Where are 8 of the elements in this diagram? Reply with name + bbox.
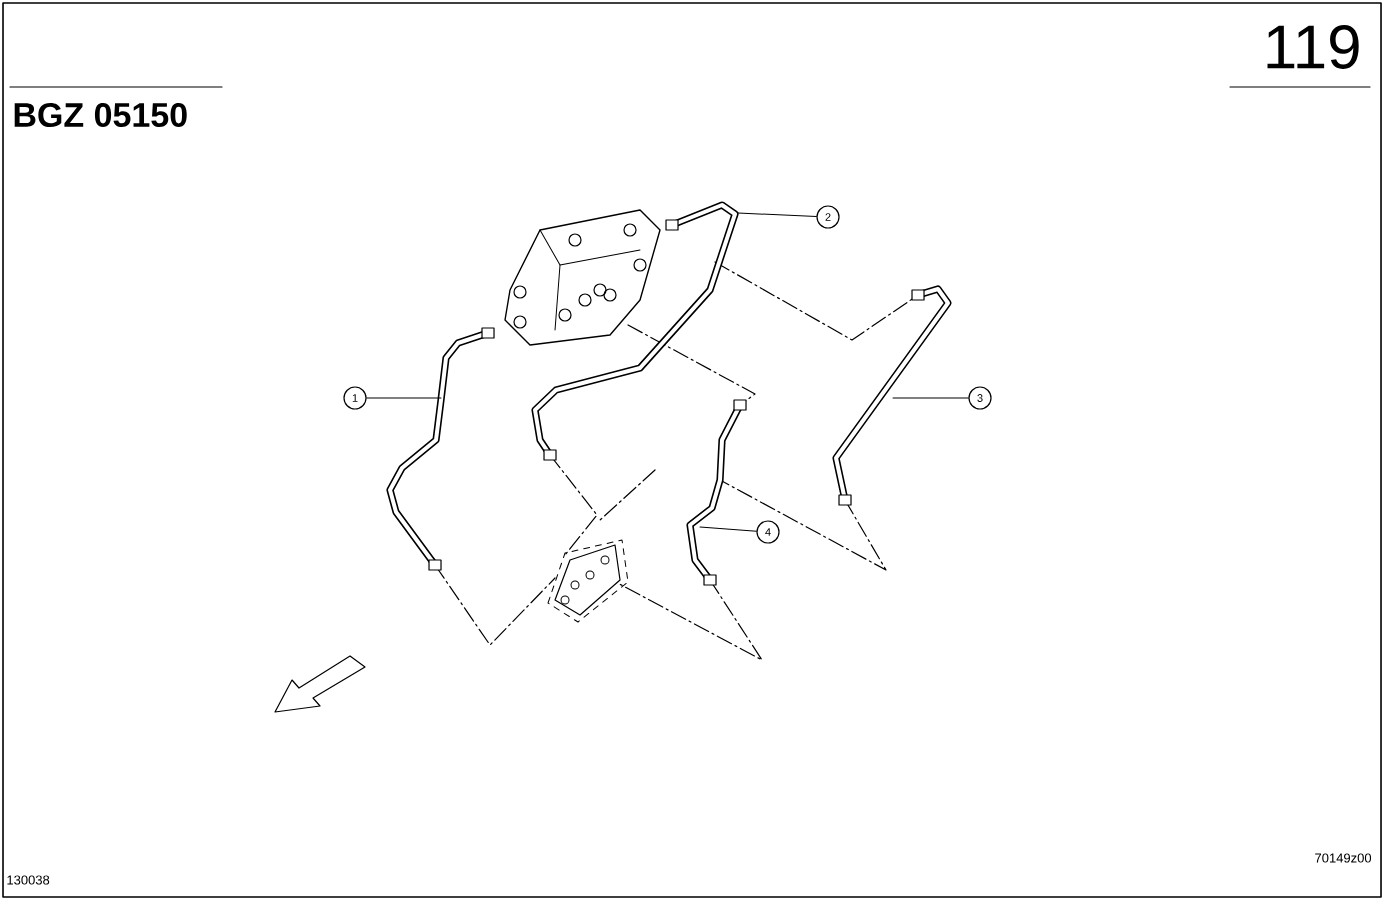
leader-line <box>366 397 442 399</box>
leader-line <box>737 212 817 217</box>
leader-line <box>892 397 969 399</box>
group-code: BGZ 05150 <box>14 102 187 128</box>
document-number: 130038 <box>7 875 50 885</box>
leader-line <box>699 526 757 532</box>
page-number: 119 <box>1267 25 1359 69</box>
drawing-number: 70149z00 <box>1315 853 1372 863</box>
